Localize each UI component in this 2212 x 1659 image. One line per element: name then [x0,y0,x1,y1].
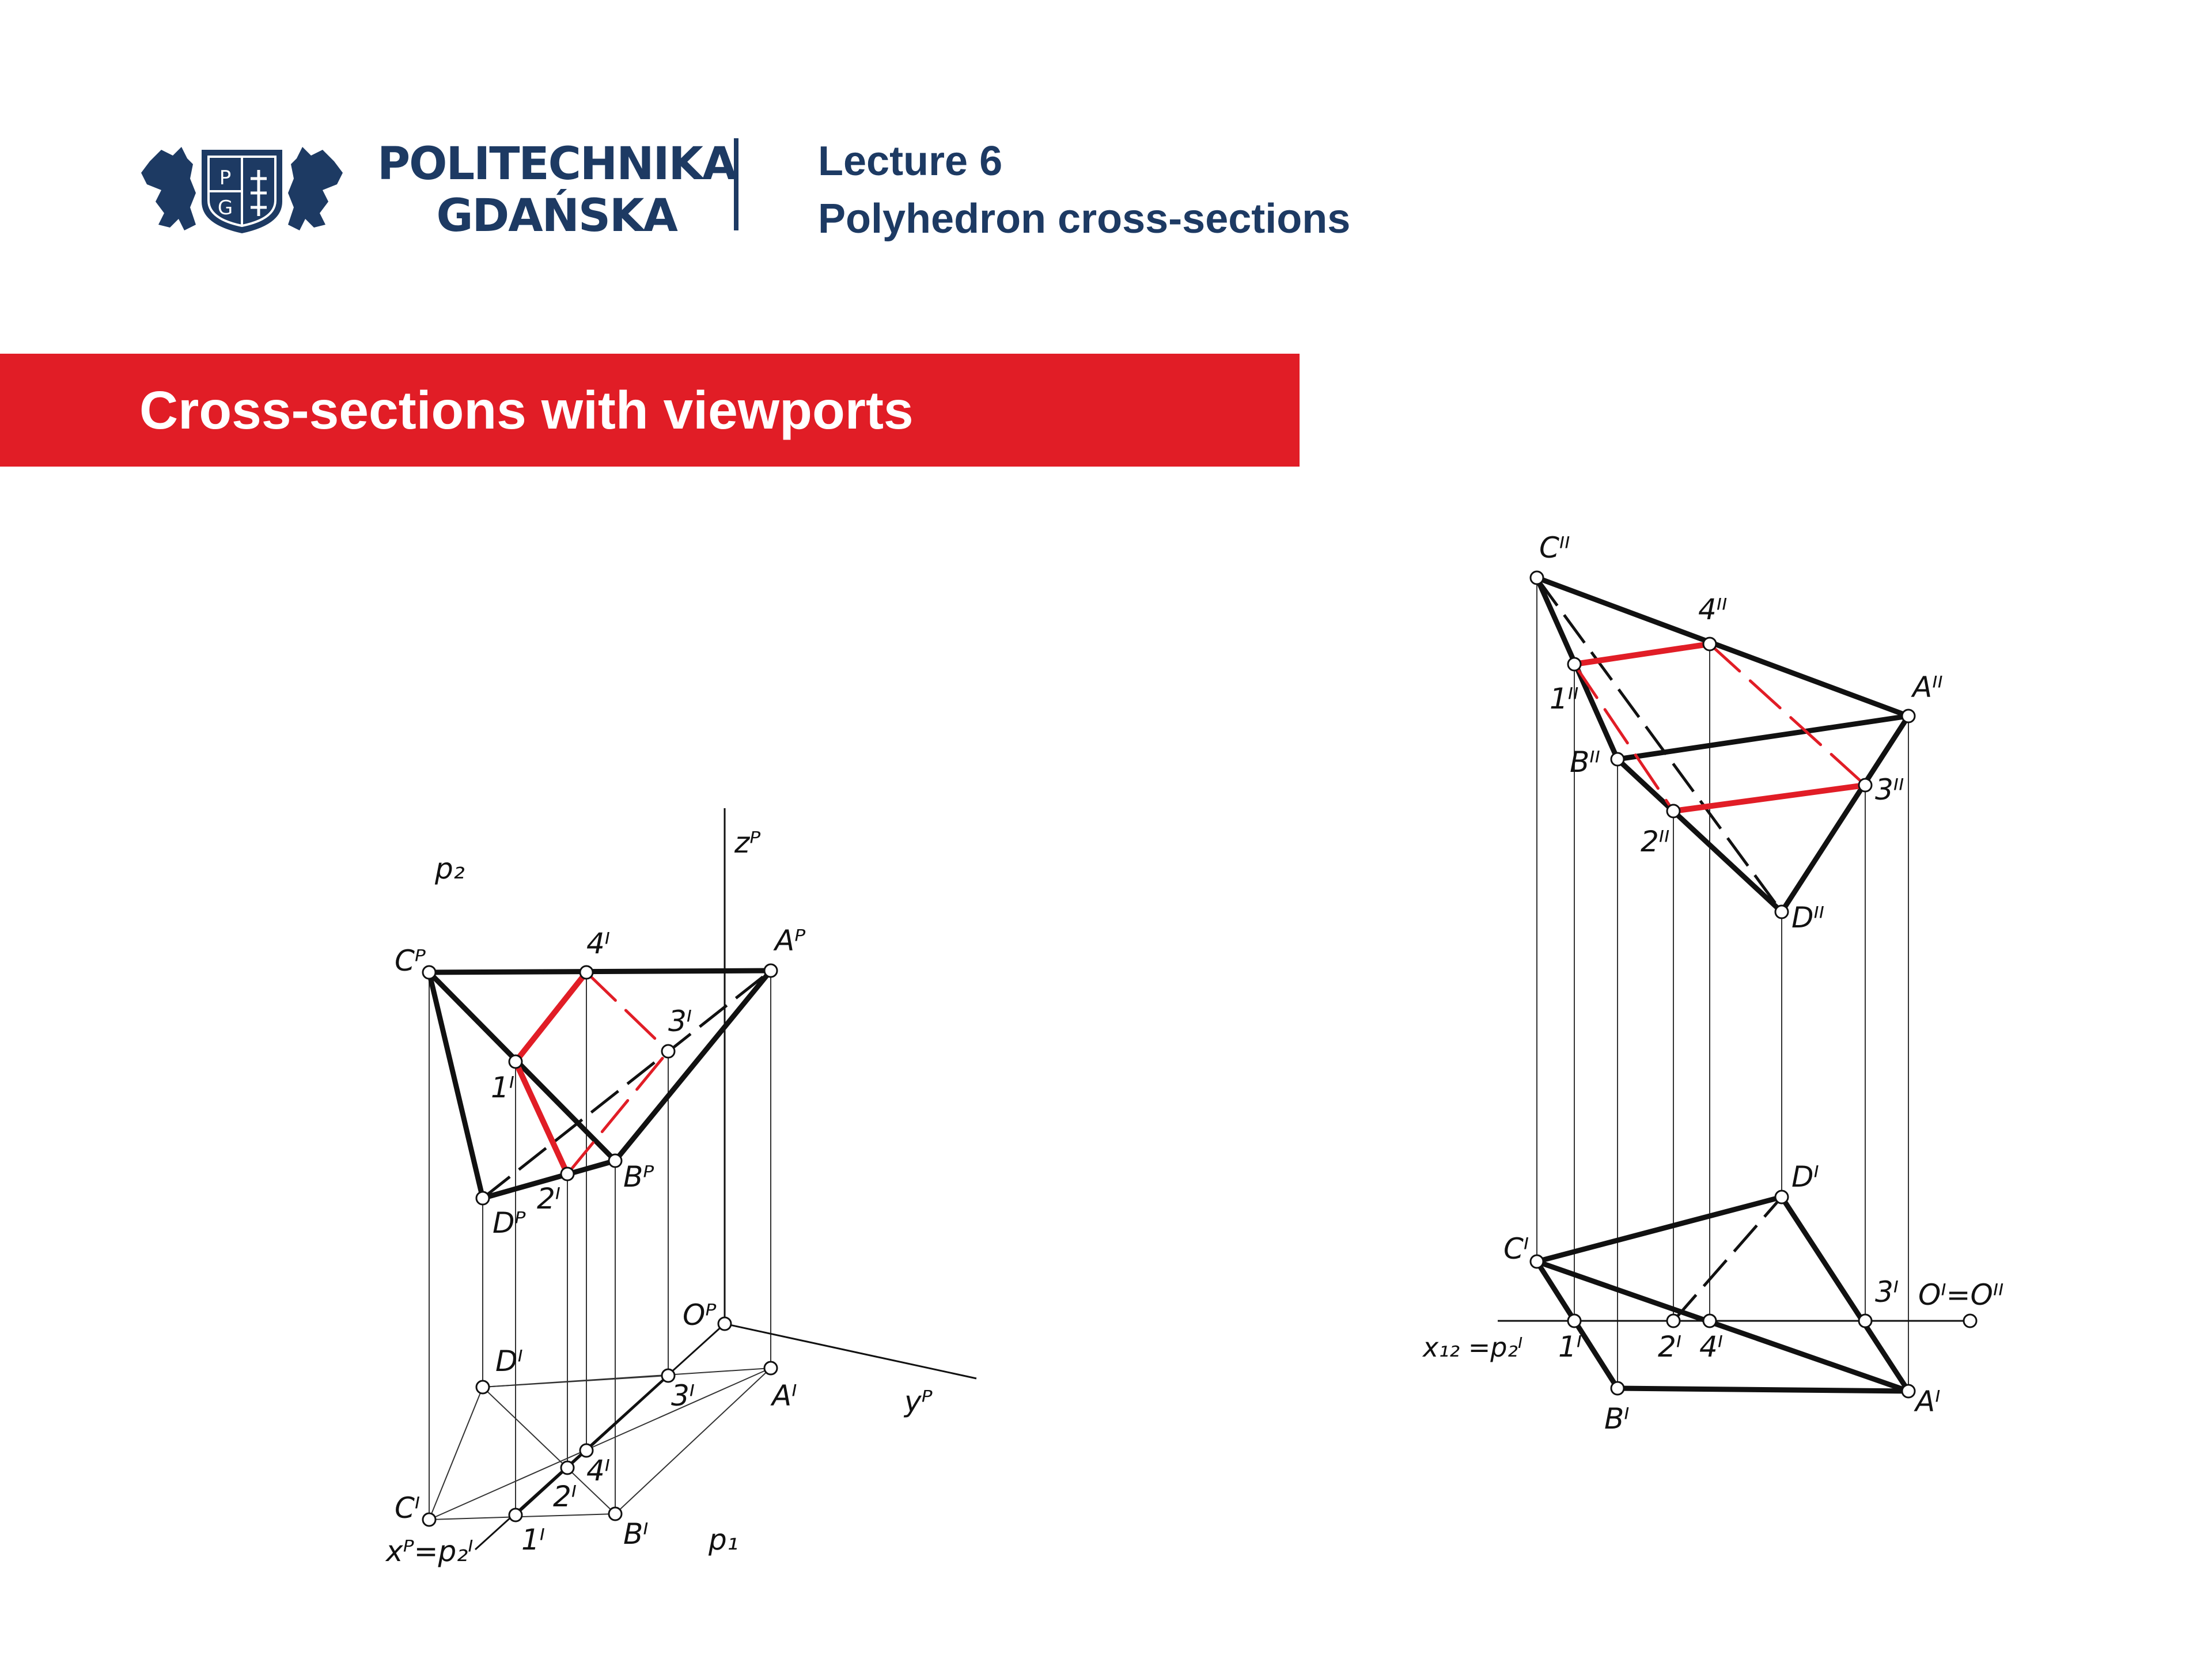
label-4-top: 4ᴵ [1699,1330,1723,1363]
label-3-front: 3ᴵᴵ [1875,773,1904,806]
label-b-plan: Bᴵ [623,1517,649,1551]
label-1-front: 1ᴵᴵ [1550,682,1578,715]
label-c-front: Cᴵᴵ [1539,531,1570,565]
banner-title: Cross-sections with viewports [139,380,914,440]
label-1-plan: 1ᴵ [521,1523,545,1556]
axis-label-y: yᴾ [903,1385,933,1418]
axis-label-x12: x₁₂ =p₂ᴵ [1422,1332,1522,1363]
right-orthographic-diagram: Cᴵᴵ 4ᴵᴵ Aᴵᴵ 1ᴵᴵ Bᴵᴵ 3ᴵᴵ 2ᴵᴵ Dᴵᴵ Dᴵ Cᴵ 3ᴵ… [1422,531,2003,1435]
university-wordmark: POLITECHNIKA GDAŃSKA [377,138,737,242]
label-origin-right: Oᴵ=Oᴵᴵ [1918,1278,2003,1312]
label-b-p: Bᴾ [623,1160,654,1194]
shield-letter-p: P [219,166,232,190]
shield-letter-g: G [218,196,233,219]
label-a-front: Aᴵᴵ [1911,671,1943,704]
label-2-front: 2ᴵᴵ [1641,825,1669,858]
label-2-plan: 2ᴵ [553,1480,577,1513]
label-1-p: 1ᴵ [491,1071,514,1104]
label-c-top: Cᴵ [1503,1232,1529,1266]
label-d-top: Dᴵ [1791,1160,1819,1194]
label-2-top: 2ᴵ [1658,1330,1681,1363]
left-axonometric-diagram: p₂ zᴾ Cᴾ 4ᴵ Aᴾ 3ᴵ 1ᴵ Bᴾ Dᴾ 2ᴵ Oᴾ Dᴵ 3ᴵ A… [385,808,977,1568]
plane-label-p1: p₁ [708,1523,738,1556]
wordmark-line2: GDAŃSKA [436,190,677,242]
lecture-number: Lecture 6 [818,138,1003,184]
label-a-plan: Aᴵ [770,1379,797,1412]
label-d-p: Dᴾ [493,1206,527,1240]
lecture-title: Lecture 6 Polyhedron cross-sections [818,132,1350,248]
label-c-plan: Cᴵ [395,1491,420,1525]
label-d-plan: Dᴵ [495,1344,523,1378]
label-2-p: 2ᴵ [537,1182,560,1215]
wordmark-line1: POLITECHNIKA [377,138,737,190]
university-crest-icon: P G [141,147,343,233]
label-d-front: Dᴵᴵ [1791,901,1824,934]
label-1-top: 1ᴵ [1558,1330,1582,1363]
section-banner: Cross-sections with viewports [0,354,1300,467]
label-4-plan: 4ᴵ [586,1454,610,1487]
slide-header: P G POLITECHNIKA GDAŃSKA Lecture 6 Polyh… [0,0,2212,323]
label-3-plan: 3ᴵ [671,1379,695,1412]
label-b-top: Bᴵ [1604,1402,1630,1435]
axis-label-x: xᴾ=p₂ᴵ [385,1535,474,1568]
label-3-p: 3ᴵ [668,1005,692,1038]
label-a-p: Aᴾ [773,924,806,957]
label-b-front: Bᴵᴵ [1570,745,1600,779]
label-4-p: 4ᴵ [586,927,610,960]
label-a-top: Aᴵ [1914,1385,1940,1418]
lecture-topic: Polyhedron cross-sections [818,196,1351,242]
axis-label-z: zᴾ [734,826,761,859]
plane-label-p2: p₂ [434,852,465,885]
label-3-top: 3ᴵ [1875,1275,1899,1309]
label-4-front: 4ᴵᴵ [1698,593,1727,626]
label-origin: Oᴾ [683,1298,717,1332]
header-divider [734,138,738,230]
label-c-p: Cᴾ [395,944,426,978]
